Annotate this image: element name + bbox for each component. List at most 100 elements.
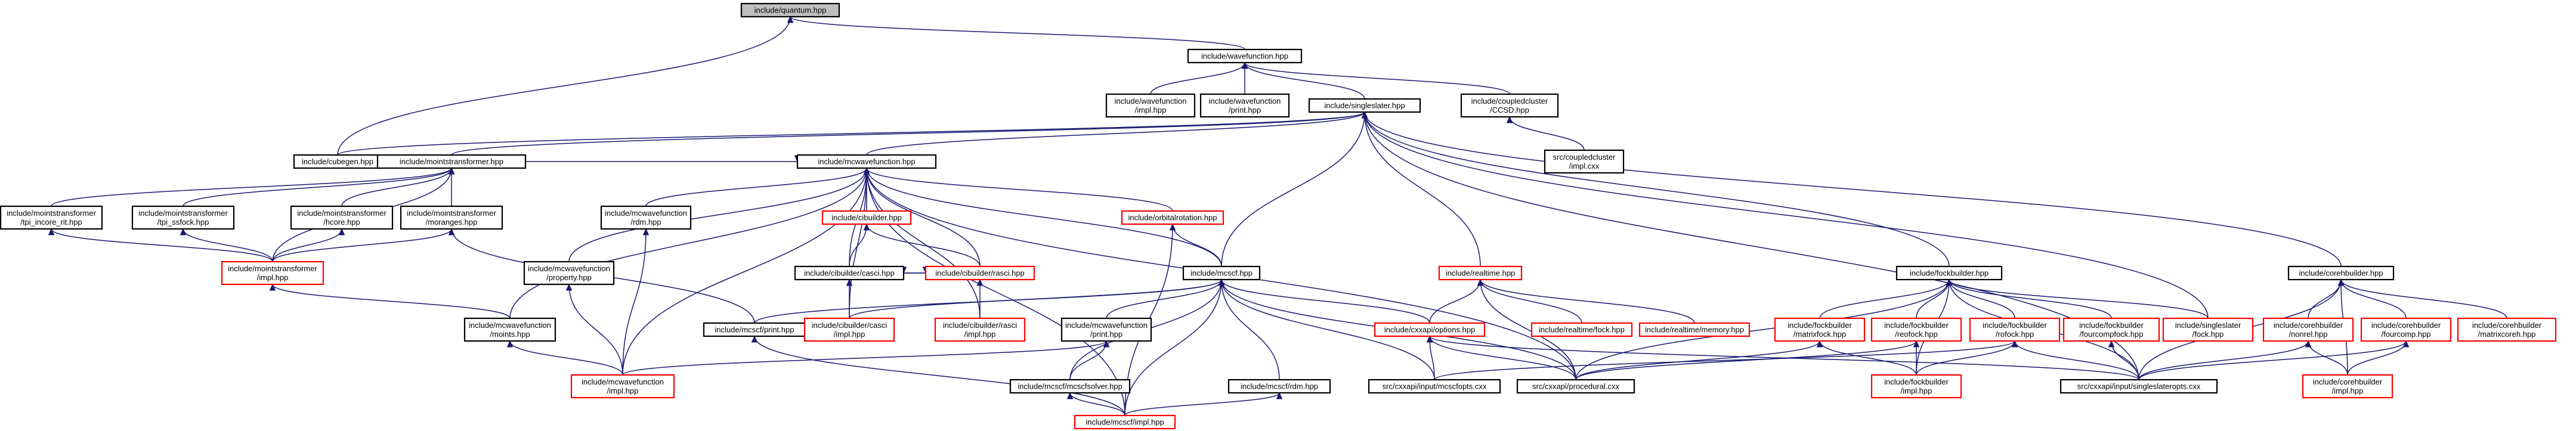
node-ch_matrixcoreh[interactable]: include/corehbuilder/matrixcoreh.hpp <box>2457 317 2557 342</box>
node-box <box>1870 374 1962 399</box>
node-mt_hcore[interactable]: include/mointstransformer/hcore.hpp <box>290 205 394 230</box>
node-ci_casci[interactable]: include/cibuilder/casci.hpp <box>794 265 905 281</box>
node-label: src/cxxapi/input/singleslateropts.cxx <box>2077 382 2201 391</box>
node-mcwf_impl[interactable]: include/mcwavefunction/impl.hpp <box>570 374 675 399</box>
arrowhead-cxxapi_ssopts-to-ch_fourcomp <box>2402 340 2410 348</box>
node-label: /reofock.hpp <box>1895 330 1938 339</box>
edge-singleslater-to-wavefunction <box>1244 62 1365 100</box>
edge-cubegen-to-quantum <box>337 16 791 156</box>
node-box <box>1187 48 1303 64</box>
node-realtime[interactable]: include/realtime.hpp <box>1438 265 1523 281</box>
node-label: /matrixcoreh.hpp <box>2478 330 2536 339</box>
node-label: include/wavefunction <box>1115 97 1187 106</box>
edge-mcwf_print-to-mcscf <box>1106 279 1222 319</box>
node-mcwf_property[interactable]: include/mcwavefunction/property.hpp <box>523 261 615 286</box>
node-fb_impl[interactable]: include/fockbuilder/impl.hpp <box>1870 374 1962 399</box>
arrowhead-cxxapi_ssopts-to-cxxapi_options <box>1426 335 1433 343</box>
node-label: /print.hpp <box>1090 330 1122 339</box>
arrowhead-mt_impl-to-mointstransformer <box>448 167 455 175</box>
node-mt_impl[interactable]: include/mointstransformer/impl.hpp <box>221 261 324 286</box>
node-mcscf_solver[interactable]: include/mcscf/mcscfsolver.hpp <box>1009 379 1131 394</box>
node-mcscf_impl[interactable]: include/mcscf/impl.hpp <box>1074 414 1176 430</box>
node-label: /tpi_ssfock.hpp <box>157 218 209 227</box>
node-label: include/fockbuilder.hpp <box>1910 269 1989 278</box>
node-label: include/mcwavefunction <box>528 264 610 273</box>
node-box <box>2302 374 2393 399</box>
edge-mt_impl-to-mt_hcore <box>272 228 342 262</box>
edge-cxxapi_mcscfopts-to-cxxapi_options <box>1429 336 1435 380</box>
node-corehbuilder[interactable]: include/corehbuilder.hpp <box>2287 265 2395 281</box>
node-box <box>1368 379 1501 394</box>
edge-realtime-to-singleslater <box>1364 111 1481 267</box>
node-ss_fock[interactable]: include/singleslater/fock.hpp <box>2162 317 2254 342</box>
arrowhead-mcwf_impl-to-mcwf_print <box>1103 340 1110 348</box>
node-cxxapi_ssopts[interactable]: src/cxxapi/input/singleslateropts.cxx <box>2059 379 2218 394</box>
node-box <box>796 154 937 169</box>
node-wf_impl[interactable]: include/wavefunction/impl.hpp <box>1105 93 1196 118</box>
node-ci_rasci_impl[interactable]: include/cibuilder/rasci/impl.hpp <box>934 317 1026 342</box>
edge-mcwf_impl-to-mcwf_rdm <box>622 228 647 376</box>
node-cxxapi_options[interactable]: include/cxxapi/options.hpp <box>1374 322 1486 337</box>
node-box <box>1074 414 1176 430</box>
node-mcscf_print[interactable]: include/mcscf/print.hpp <box>703 322 806 337</box>
arrowhead-cc_impl-to-ccsd <box>1506 116 1513 123</box>
node-rt_memory[interactable]: include/realtime/memory.hpp <box>1638 322 1751 337</box>
node-label: /tpi_incore_rit.hpp <box>20 218 82 227</box>
node-wf_print[interactable]: include/wavefunction/print.hpp <box>1199 93 1290 118</box>
node-label: /impl.hpp <box>607 386 639 395</box>
edge-ch_impl-to-ch_nonrel <box>2308 340 2348 376</box>
node-rt_fock[interactable]: include/realtime/fock.hpp <box>1530 322 1633 337</box>
node-box <box>821 210 912 225</box>
node-mt_tpi_incore[interactable]: include/mointstransformer/tpi_incore_rit… <box>0 205 103 230</box>
node-orbitalrotation[interactable]: include/orbitalrotation.hpp <box>1121 210 1224 225</box>
edge-cxxapi_mcscfopts-to-mcscf <box>1221 279 1435 380</box>
node-fb_rofock[interactable]: include/fockbuilder/rofock.hpp <box>1969 317 2061 342</box>
node-cubegen[interactable]: include/cubegen.hpp <box>293 154 382 169</box>
node-mcwf_moints[interactable]: include/mcwavefunction/moints.hpp <box>463 317 556 342</box>
edge-mcwf_property-to-mcwavefunction <box>568 168 867 262</box>
node-box <box>2162 317 2254 342</box>
node-wavefunction[interactable]: include/wavefunction.hpp <box>1187 48 1303 64</box>
node-label: /impl.hpp <box>1901 386 1932 395</box>
arrowhead-mcscf_impl-to-mcscf_solver <box>1066 392 1074 399</box>
arrowhead-mcwf_moints-to-mt_impl <box>269 283 276 291</box>
edge-mcscf_impl-to-mcscf_print <box>754 336 1125 416</box>
edge-ci_rasci-to-cibuilder <box>866 224 981 267</box>
node-label: include/mointstransformer <box>7 209 96 218</box>
node-mointstransformer[interactable]: include/mointstransformer.hpp <box>376 154 527 169</box>
node-mcscf_rdm[interactable]: include/mcscf/rdm.hpp <box>1227 379 1331 394</box>
node-ch_impl[interactable]: include/corehbuilder/impl.hpp <box>2302 374 2393 399</box>
node-fockbuilder[interactable]: include/fockbuilder.hpp <box>1895 265 2003 281</box>
node-mcwf_rdm[interactable]: include/mcwavefunction/rdm.hpp <box>600 205 692 230</box>
node-cxxapi_procedural[interactable]: src/cxxapi/procedural.cxx <box>1516 379 1635 394</box>
node-cibuilder[interactable]: include/cibuilder.hpp <box>821 210 912 225</box>
node-mt_moranges[interactable]: include/mointstransformer/moranges.hpp <box>400 205 503 230</box>
edge-cxxapi_procedural-to-cxxapi_options <box>1429 336 1576 380</box>
node-fb_matrixfock[interactable]: include/fockbuilder/matrixfock.hpp <box>1774 317 1866 342</box>
node-mcwf_print[interactable]: include/mcwavefunction/print.hpp <box>1060 317 1152 342</box>
edge-ch_fourcomp-to-corehbuilder <box>2340 279 2407 319</box>
node-mcscf[interactable]: include/mcscf.hpp <box>1182 265 1261 281</box>
node-singleslater[interactable]: include/singleslater.hpp <box>1308 98 1421 113</box>
edge-cxxapi_ssopts-to-ch_nonrel <box>2138 340 2309 380</box>
node-fb_reofock[interactable]: include/fockbuilder/reofock.hpp <box>1870 317 1962 342</box>
node-ci_casci_impl[interactable]: include/cibuilder/casci/impl.hpp <box>803 317 895 342</box>
node-label: /fourcomp.hpp <box>2381 330 2430 339</box>
node-fb_fourcompfock[interactable]: include/fockbuilder/fourcompfock.hpp <box>2062 317 2160 342</box>
node-label: include/singleslater <box>2175 321 2241 330</box>
node-cc_impl[interactable]: src/coupledcluster/impl.cxx <box>1544 149 1625 174</box>
node-box <box>1870 317 1962 342</box>
node-quantum[interactable]: include/quantum.hpp <box>740 2 840 18</box>
node-ch_fourcomp[interactable]: include/corehbuilder/fourcomp.hpp <box>2360 317 2452 342</box>
node-ccsd[interactable]: include/coupledcluster/CCSD.hpp <box>1460 93 1559 118</box>
edge-fb_fourcompfock-to-fockbuilder <box>1949 279 2112 319</box>
edge-orbitalrotation-to-mcwavefunction <box>866 168 1173 212</box>
node-box <box>1182 265 1261 281</box>
node-label: /impl.hpp <box>1135 106 1167 114</box>
node-ch_nonrel[interactable]: include/corehbuilder/nonrel.hpp <box>2262 317 2354 342</box>
node-mcwavefunction[interactable]: include/mcwavefunction.hpp <box>796 154 937 169</box>
node-mt_tpi_ssfock[interactable]: include/mointstransformer/tpi_ssfock.hpp <box>131 205 235 230</box>
node-ci_rasci[interactable]: include/cibuilder/rasci.hpp <box>924 265 1035 281</box>
arrowhead-cxxapi_ssopts-to-ch_nonrel <box>2305 340 2312 348</box>
node-cxxapi_mcscfopts[interactable]: src/cxxapi/input/mcscfopts.cxx <box>1368 379 1501 394</box>
